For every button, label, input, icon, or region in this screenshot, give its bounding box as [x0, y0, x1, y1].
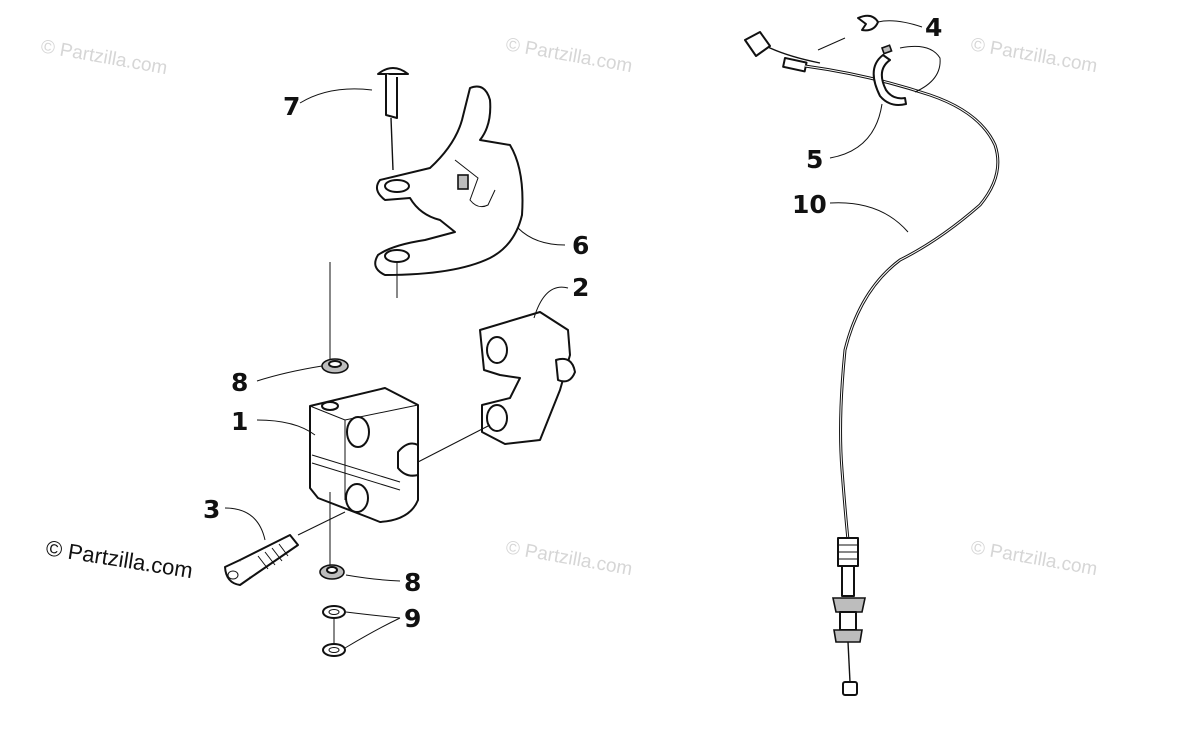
watermark: © Partzilla.com: [39, 36, 169, 79]
callout-8-upper: 8: [231, 368, 248, 397]
callout-1: 1: [231, 407, 248, 436]
part-1-clamp-block: [309, 387, 419, 523]
callout-6: 6: [572, 231, 589, 260]
callout-2: 2: [572, 273, 589, 302]
callout-8-lower: 8: [404, 568, 421, 597]
part-5-cable-clamp: [872, 44, 941, 106]
watermarks: © Partzilla.com © Partzilla.com © Partzi…: [39, 34, 1099, 580]
watermark: © Partzilla.com: [504, 537, 634, 580]
part-8-washer-upper: [321, 358, 349, 374]
part-8-washer-lower: [319, 564, 345, 580]
part-6-throttle-lever: [374, 85, 524, 298]
part-2-clamp-half: [479, 311, 576, 445]
callout-4: 4: [925, 13, 942, 42]
callout-9: 9: [404, 604, 421, 633]
watermark: © Partzilla.com: [504, 34, 634, 77]
watermark: © Partzilla.com: [969, 537, 1099, 580]
part-10-throttle-cable: [744, 31, 1000, 696]
part-4-e-clip: [817, 14, 879, 51]
callout-10: 10: [792, 190, 827, 219]
callout-3: 3: [203, 495, 220, 524]
leader-lines: [224, 20, 923, 649]
part-9-lock-washers: [322, 605, 346, 657]
callout-7: 7: [283, 92, 300, 121]
part-7-pin: [377, 67, 409, 171]
callouts: 7 6 2 8 1 3 8 9 4 5 10: [203, 13, 942, 633]
watermark: © Partzilla.com: [969, 34, 1099, 77]
part-3-cap-screw: [224, 511, 346, 586]
callout-5: 5: [806, 145, 823, 174]
assembly-line: [417, 424, 491, 463]
copyright-text: © Partzilla.com: [44, 535, 194, 583]
